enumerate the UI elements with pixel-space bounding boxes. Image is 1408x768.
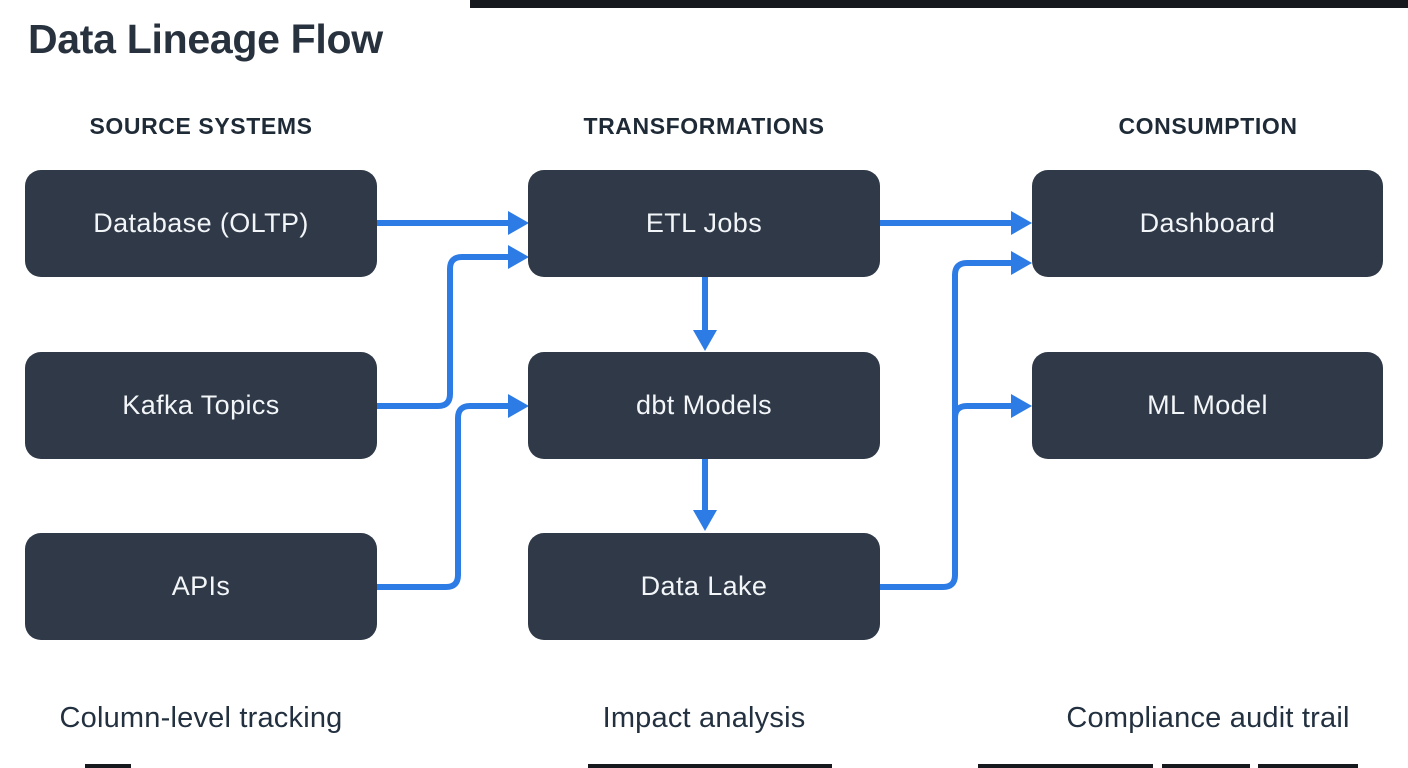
node-label: APIs	[171, 571, 231, 601]
bottom-edge-artifact	[978, 764, 1153, 768]
edge-kafka-to-etl	[377, 245, 529, 409]
edge-etl-to-dbt	[693, 277, 717, 351]
node-label: Database (OLTP)	[93, 208, 309, 238]
arrowhead-icon	[1011, 251, 1032, 275]
edge-apis-to-dbt	[377, 394, 529, 590]
bottom-edge-artifact	[588, 764, 832, 768]
arrowhead-icon	[508, 245, 529, 269]
edge-database-to-etl	[377, 211, 529, 235]
column-header-source-systems: SOURCE SYSTEMS	[89, 113, 313, 139]
edge-dbt-to-datalake	[693, 459, 717, 531]
caption-column-level-tracking: Column-level tracking	[59, 702, 343, 734]
arrowhead-icon	[508, 211, 529, 235]
node-label: Dashboard	[1139, 208, 1276, 238]
arrowhead-icon	[693, 330, 717, 351]
edge-datalake-to-dashboard	[880, 251, 1032, 590]
edge-line	[377, 254, 509, 409]
arrowhead-icon	[693, 510, 717, 531]
node-label: ETL Jobs	[645, 208, 763, 238]
node-label: dbt Models	[635, 390, 773, 420]
node-dbt-models[interactable]: dbt Models	[528, 352, 880, 459]
page-title: Data Lineage Flow	[28, 16, 383, 62]
node-apis[interactable]: APIs	[25, 533, 377, 640]
caption-compliance-audit-trail: Compliance audit trail	[1066, 702, 1350, 734]
edge-etl-to-dashboard	[880, 211, 1032, 235]
edge-line	[880, 260, 1012, 590]
bottom-edge-artifact	[1258, 764, 1358, 768]
node-kafka-topics[interactable]: Kafka Topics	[25, 352, 377, 459]
node-label: Kafka Topics	[122, 390, 280, 420]
bottom-edge-artifact	[85, 764, 131, 768]
arrowhead-icon	[508, 394, 529, 418]
arrowhead-icon	[1011, 211, 1032, 235]
column-header-consumption: CONSUMPTION	[1118, 113, 1298, 139]
node-etl-jobs[interactable]: ETL Jobs	[528, 170, 880, 277]
node-label: ML Model	[1147, 390, 1268, 420]
edge-datalake-to-mlmodel	[952, 394, 1032, 419]
node-label: Data Lake	[640, 571, 768, 601]
node-ml-model[interactable]: ML Model	[1032, 352, 1383, 459]
top-edge-artifact	[470, 0, 1408, 8]
edge-line	[377, 403, 509, 590]
arrowhead-icon	[1011, 394, 1032, 418]
bottom-edge-artifact	[1162, 764, 1250, 768]
node-database-oltp[interactable]: Database (OLTP)	[25, 170, 377, 277]
caption-impact-analysis: Impact analysis	[602, 702, 806, 734]
column-header-transformations: TRANSFORMATIONS	[583, 113, 825, 139]
node-dashboard[interactable]: Dashboard	[1032, 170, 1383, 277]
edge-line	[952, 403, 1012, 419]
node-data-lake[interactable]: Data Lake	[528, 533, 880, 640]
